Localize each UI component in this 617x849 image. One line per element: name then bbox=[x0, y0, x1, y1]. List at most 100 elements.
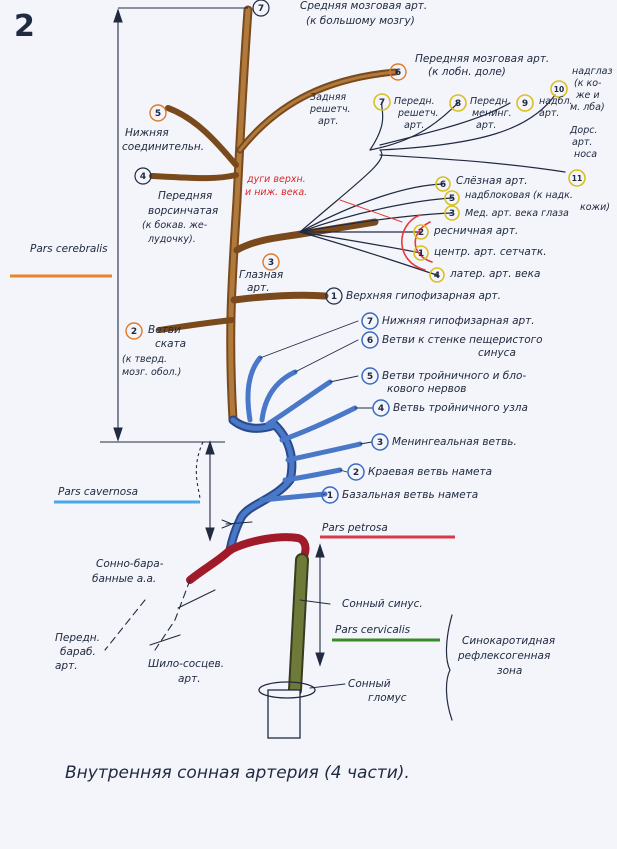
svg-text:7: 7 bbox=[258, 4, 264, 14]
label-supraorbital-2: (к ко- bbox=[574, 78, 602, 89]
ophthalmic-labels: Задняя решетч. арт. Передн. решетч. арт.… bbox=[309, 66, 613, 280]
cavernous-labels: Нижняя гипофизарная арт. Ветви к стенке … bbox=[342, 315, 543, 501]
label-sinus-wall-branches-2: синуса bbox=[478, 347, 516, 359]
label-supraorbital-short-2: арт. bbox=[539, 108, 559, 119]
number-circle: 2 bbox=[125, 322, 143, 340]
label-central-retinal: центр. арт. сетчатк. bbox=[434, 246, 547, 258]
label-anterior-tympanic: Передн. bbox=[55, 632, 100, 644]
label-ant-ethmoidal-2: решетч. bbox=[397, 108, 439, 119]
number-circle: 4 bbox=[429, 267, 445, 283]
label-carotid-sinus: Сонный синус. bbox=[342, 598, 423, 610]
circled-numbers: 7 6 5 4 3 2 1 7 8 9 10 11 6 5 3 2 1 4 7 … bbox=[125, 0, 586, 504]
svg-text:6: 6 bbox=[440, 180, 446, 190]
label-lateral-palpebral: латер. арт. века bbox=[449, 268, 540, 280]
label-ant-ethmoidal-3: арт. bbox=[404, 120, 424, 131]
cerebral-part bbox=[149, 5, 566, 425]
number-circle: 5 bbox=[149, 104, 167, 122]
label-caroticotympanic-2: банные а.а. bbox=[92, 573, 156, 585]
label-trigeminal-trochlear-2: кового нервов bbox=[387, 383, 466, 395]
number-circle: 7 bbox=[361, 312, 379, 330]
label-anterior-choroidal-4: лудочку). bbox=[147, 234, 196, 245]
label-ant-meningeal-3: арт. bbox=[476, 120, 496, 131]
label-caroticotympanic: Сонно-бара- bbox=[96, 558, 164, 570]
number-circle: 10 bbox=[550, 80, 568, 98]
number-circle: 7 bbox=[373, 93, 391, 111]
label-stylomastoid-2: арт. bbox=[178, 673, 201, 685]
label-supratrochlear-2: кожи) bbox=[580, 202, 610, 213]
label-medial-palpebral: Мед. арт. века глаза bbox=[465, 208, 569, 219]
title-pars-cervicalis: Pars cervicalis bbox=[335, 624, 411, 636]
number-circle: 8 bbox=[449, 94, 467, 112]
label-posterior-communicating: Нижняя bbox=[125, 127, 169, 139]
svg-text:4: 4 bbox=[434, 271, 440, 281]
label-ciliary: ресничная арт. bbox=[433, 225, 518, 237]
label-carotid-glomus: Сонный bbox=[348, 678, 391, 690]
number-circle: 1 bbox=[325, 287, 343, 305]
svg-text:8: 8 bbox=[455, 99, 461, 109]
number-circle: 4 bbox=[134, 167, 152, 185]
svg-text:5: 5 bbox=[367, 372, 373, 382]
dimension-lines bbox=[100, 7, 325, 667]
label-clivus-branches-3: (к тверд. bbox=[122, 354, 167, 365]
number-circle: 1 bbox=[321, 486, 339, 504]
part-titles: Pars cerebralis Pars cavernosa Pars petr… bbox=[10, 243, 455, 642]
number-circle: 5 bbox=[361, 367, 379, 385]
label-anterior-choroidal: Передняя bbox=[158, 190, 212, 202]
label-dorsal-nasal: Дорс. bbox=[569, 125, 598, 136]
title-pars-cerebralis: Pars cerebralis bbox=[30, 243, 108, 255]
caption: Внутренняя сонная артерия (4 части). bbox=[65, 763, 410, 783]
svg-text:10: 10 bbox=[554, 85, 564, 94]
label-post-ethmoidal: Задняя bbox=[310, 92, 346, 103]
svg-text:1: 1 bbox=[327, 491, 333, 501]
label-clivus-branches-4: мозг. обол.) bbox=[122, 367, 181, 378]
label-trigeminal-trochlear: Ветви тройничного и бло- bbox=[382, 370, 526, 382]
cavernous-part bbox=[225, 320, 373, 555]
cerebral-labels: Средняя мозговая арт. (к большому мозгу)… bbox=[122, 0, 549, 378]
label-dorsal-nasal-3: носа bbox=[574, 149, 597, 160]
svg-text:2: 2 bbox=[353, 468, 359, 478]
label-anterior-choroidal-2: ворсинчатая bbox=[148, 205, 218, 217]
petrous-part bbox=[104, 519, 310, 651]
svg-text:4: 4 bbox=[140, 172, 146, 182]
svg-text:4: 4 bbox=[378, 404, 384, 414]
title-pars-petrosa: Pars petrosa bbox=[322, 522, 388, 534]
label-anterior-tympanic-3: арт. bbox=[55, 660, 78, 672]
label-reflex-zone-3: зона bbox=[497, 665, 522, 677]
label-reflex-zone-2: рефлексогенная bbox=[457, 650, 550, 662]
label-post-ethmoidal-3: арт. bbox=[318, 116, 338, 127]
label-ant-meningeal-2: менинг. bbox=[472, 108, 512, 119]
svg-text:3: 3 bbox=[449, 209, 455, 219]
label-dorsal-nasal-2: арт. bbox=[572, 137, 592, 148]
label-lacrimal: Слёзная арт. bbox=[456, 175, 528, 187]
svg-text:6: 6 bbox=[395, 68, 401, 78]
label-post-ethmoidal-2: решетч. bbox=[309, 104, 351, 115]
svg-text:7: 7 bbox=[379, 98, 385, 108]
title-pars-cavernosa: Pars cavernosa bbox=[58, 486, 138, 498]
label-anterior-cerebral-note: (к лобн. доле) bbox=[428, 66, 506, 78]
label-reflex-zone: Синокаротидная bbox=[462, 635, 555, 647]
label-trigeminal-ganglion: Ветвь тройничного узла bbox=[393, 402, 528, 414]
number-circle: 6 bbox=[361, 331, 379, 349]
label-middle-cerebral: Средняя мозговая арт. bbox=[300, 0, 427, 12]
label-ant-meningeal: Передн. bbox=[470, 96, 511, 107]
label-anterior-tympanic-2: бараб. bbox=[60, 646, 96, 658]
label-sinus-wall-branches: Ветви к стенке пещеристого bbox=[382, 334, 543, 346]
label-eye-arcs-2: и ниж. века. bbox=[245, 187, 307, 198]
number-circle: 4 bbox=[372, 399, 390, 417]
label-carotid-glomus-2: гломус bbox=[368, 692, 407, 704]
cervical-part bbox=[258, 553, 453, 739]
number-circle: 2 bbox=[413, 224, 429, 240]
label-marginal-tentorial: Краевая ветвь намета bbox=[368, 466, 492, 478]
label-supraorbital-short: надбл. bbox=[539, 96, 573, 107]
label-stylomastoid: Шило-сосцев. bbox=[148, 658, 224, 670]
svg-text:11: 11 bbox=[572, 174, 582, 183]
number-circle: 3 bbox=[371, 433, 389, 451]
label-ant-ethmoidal: Передн. bbox=[394, 96, 435, 107]
label-anterior-cerebral: Передняя мозговая арт. bbox=[415, 53, 549, 65]
number-circle: 5 bbox=[444, 190, 460, 206]
number-circle: 2 bbox=[347, 463, 365, 481]
page-number: 2 bbox=[14, 9, 35, 44]
number-circle: 3 bbox=[262, 253, 280, 271]
label-supraorbital: надглаз bbox=[572, 66, 613, 77]
